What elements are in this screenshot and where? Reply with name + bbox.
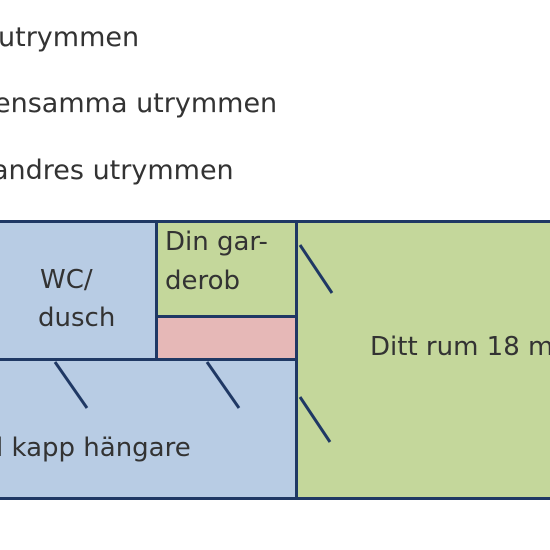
- door-line-hall-right: [205, 361, 241, 409]
- room-hall-label: l kapp hängare: [0, 433, 191, 463]
- legend-item-andres-utrymmen: andres utrymmen: [0, 155, 234, 186]
- legend-item-utrymmen: utrymmen: [0, 22, 140, 53]
- room-wc-label-line2: dusch: [38, 303, 116, 333]
- room-wc-label-line1: WC/: [40, 265, 93, 295]
- room-others-storage: [155, 315, 298, 361]
- door-line-hall-left: [53, 361, 89, 409]
- room-ditt-rum-label: Ditt rum 18 m: [370, 332, 550, 362]
- legend-item-ensamma-utrymmen: ensamma utrymmen: [0, 88, 278, 119]
- room-garderob-label-line1: Din gar-: [165, 227, 268, 257]
- room-garderob-label-line2: derob: [165, 266, 241, 296]
- room-hall: [0, 358, 298, 500]
- room-wc-dusch: [0, 220, 158, 361]
- door-line-room-upper: [298, 244, 334, 294]
- door-line-room-lower: [298, 396, 332, 443]
